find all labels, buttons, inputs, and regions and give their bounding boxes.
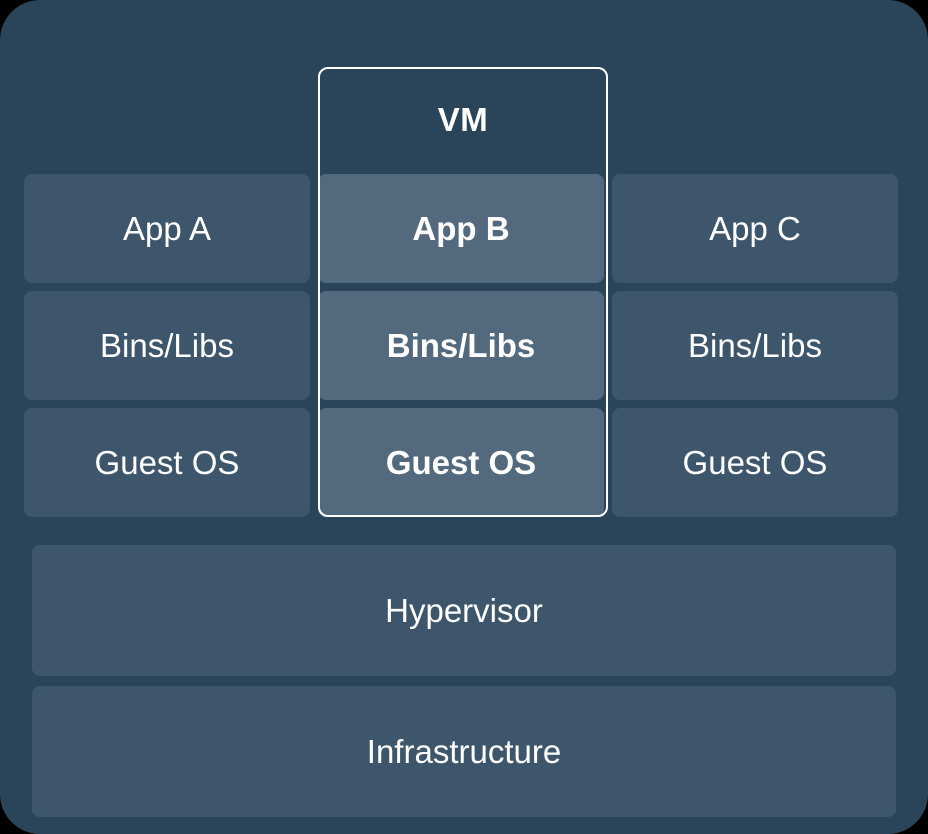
guest-os-box-right[interactable]: Guest OS (612, 408, 898, 517)
guest-os-box-center[interactable]: Guest OS (318, 408, 604, 517)
guest-os-box-left[interactable]: Guest OS (24, 408, 310, 517)
vm-container-label: VM (437, 101, 489, 138)
app-c-box[interactable]: App C (612, 174, 898, 283)
base-layer-stack: Hypervisor Infrastructure (32, 545, 896, 827)
libraries-layer-row: Bins/Libs Bins/Libs Bins/Libs (24, 291, 904, 400)
bins-libs-box-center[interactable]: Bins/Libs (318, 291, 604, 400)
hypervisor-box[interactable]: Hypervisor (32, 545, 896, 676)
layer-grid: App A App B App C Bins/Libs Bins/Libs Bi… (24, 174, 904, 525)
app-a-box[interactable]: App A (24, 174, 310, 283)
bins-libs-box-left[interactable]: Bins/Libs (24, 291, 310, 400)
app-b-box[interactable]: App B (318, 174, 604, 283)
infrastructure-box[interactable]: Infrastructure (32, 686, 896, 817)
guest-os-layer-row: Guest OS Guest OS Guest OS (24, 408, 904, 517)
application-layer-row: App A App B App C (24, 174, 904, 283)
bins-libs-box-right[interactable]: Bins/Libs (612, 291, 898, 400)
